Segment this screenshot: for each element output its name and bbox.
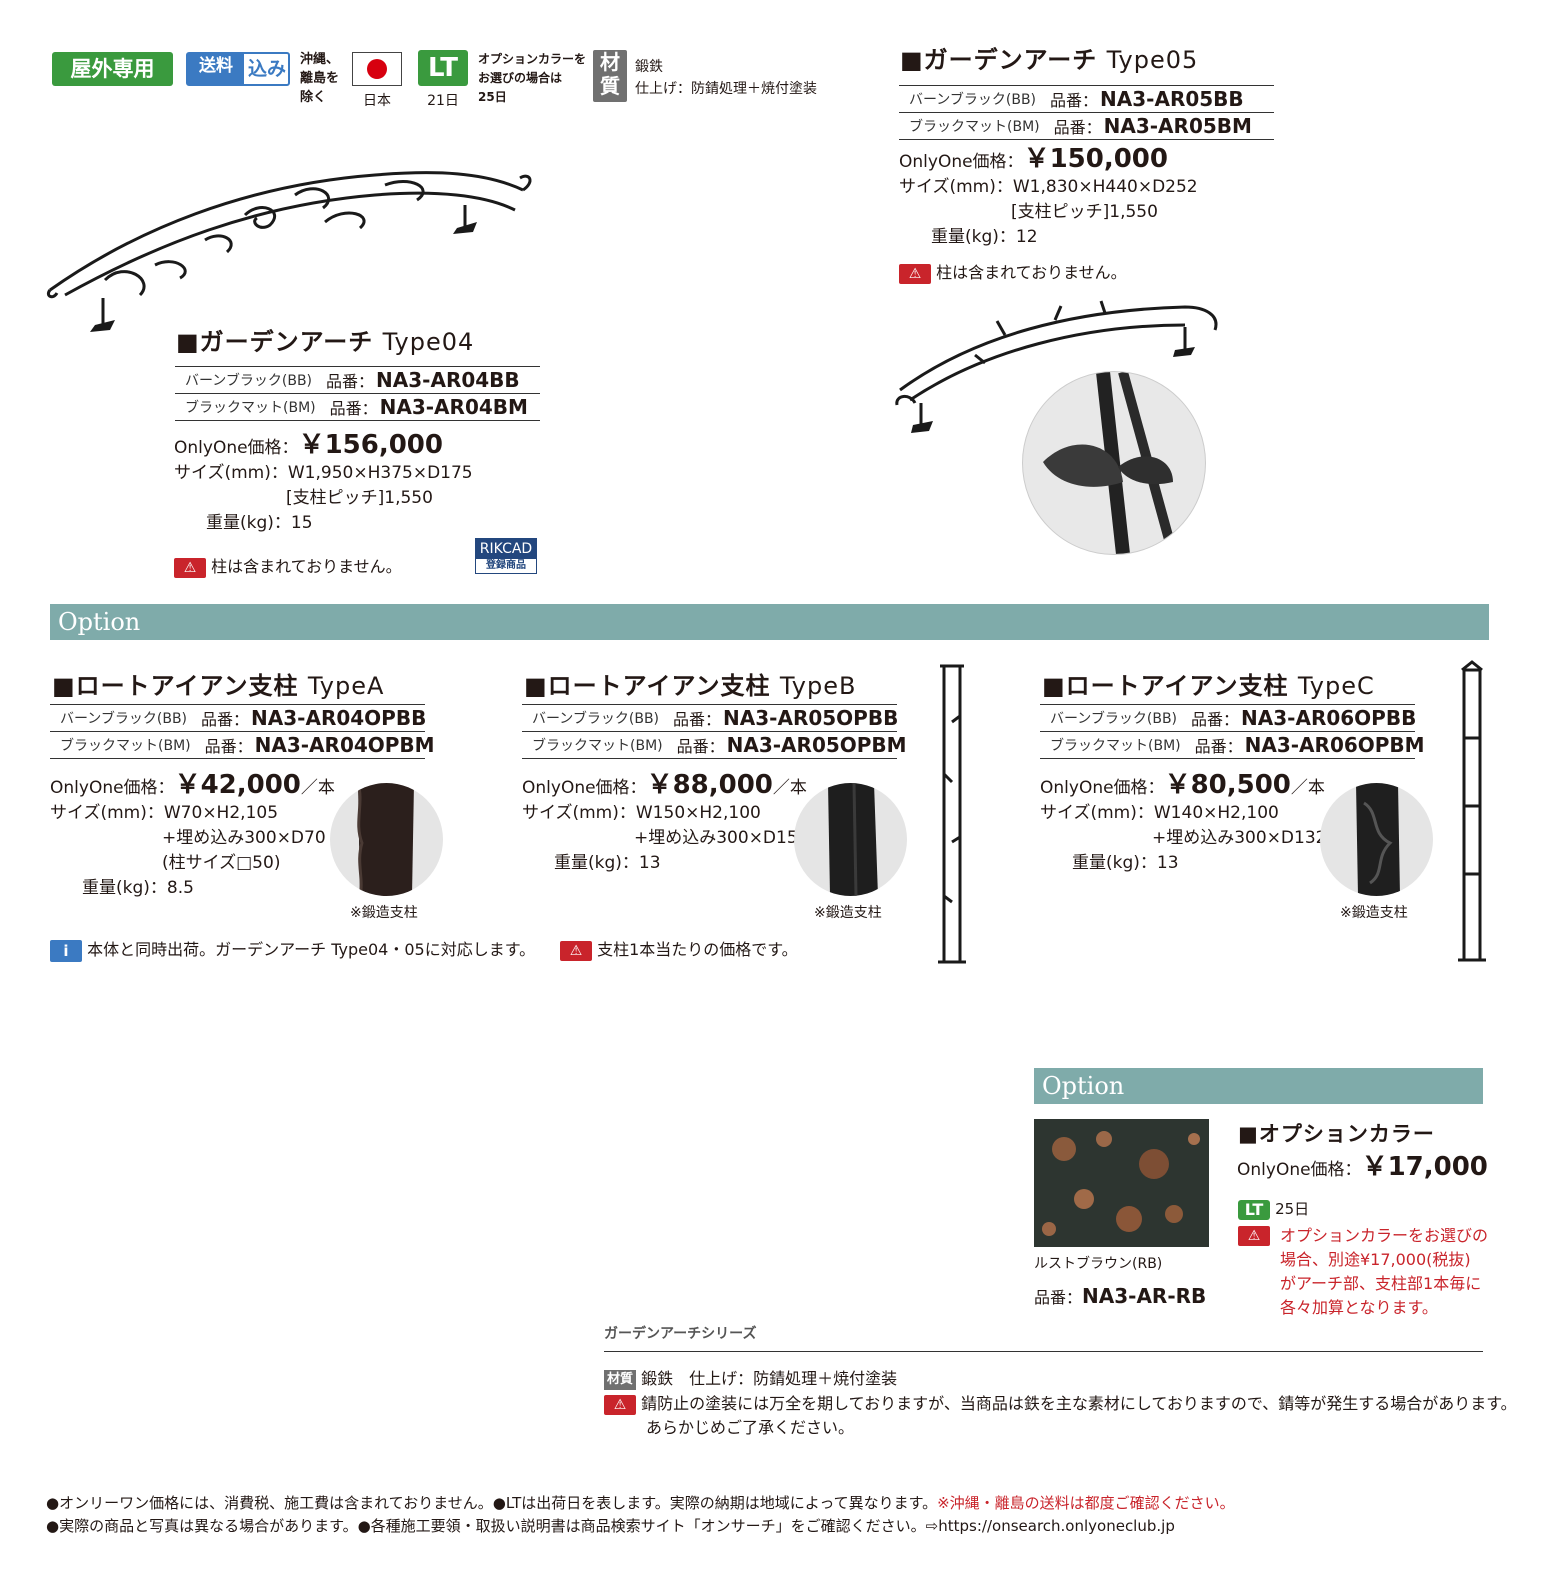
post-typec-part-table: バーンブラック(BB)品番：NA3-AR06OPBB ブラックマット(BM)品番… — [1040, 704, 1425, 759]
garden-arch-type04-image — [46, 171, 532, 332]
series-material: 材質 鍛鉄 仕上げ：防錆処理＋焼付塗装 — [604, 1365, 897, 1390]
post-typeb-specs: OnlyOne価格：￥88,000／本 サイズ(mm)：W150×H2,100 … — [522, 770, 809, 873]
table-row: バーンブラック(BB)品番：NA3-AR05BB — [909, 87, 1244, 111]
garden-arch-type05-image — [895, 300, 1218, 433]
outdoor-only-badge: 屋外専用 — [52, 52, 173, 86]
warning-icon: ⚠ — [899, 263, 931, 284]
series-title: ガーデンアーチシリーズ — [604, 1326, 757, 1342]
table-row: バーンブラック(BB)品番：NA3-AR06OPBB — [1050, 706, 1417, 730]
post-typeb-caption: ※鍛造支柱 — [814, 905, 882, 921]
post-typea-part-table: バーンブラック(BB)品番：NA3-AR04OPBB ブラックマット(BM)品番… — [50, 704, 435, 759]
type04-title: ■ガーデンアーチ Type04 — [176, 328, 475, 356]
type05-detail-photo — [1022, 371, 1206, 555]
type05-price: ￥150,000 — [1023, 144, 1168, 174]
type05-part-table: バーンブラック(BB)品番：NA3-AR05BB ブラックマット(BM)品番：N… — [899, 85, 1274, 140]
post-typeb-title: ■ロートアイアン支柱 TypeB — [524, 672, 857, 700]
post-typeb-detail-photo — [794, 783, 907, 896]
lead-time-days: 21日 — [427, 93, 459, 109]
info-icon: i — [50, 939, 82, 962]
post-typea-title: ■ロートアイアン支柱 TypeA — [52, 672, 385, 700]
shipping-included-badge: 送料 込み — [186, 52, 290, 86]
swatch-name: ルストブラウン(RB) — [1034, 1256, 1163, 1272]
post-typea-specs: OnlyOne価格：￥42,000／本 サイズ(mm)：W70×H2,105 +… — [50, 770, 335, 898]
type04-part-table: バーンブラック(BB)品番：NA3-AR04BB ブラックマット(BM)品番：N… — [175, 366, 540, 421]
option-color-price: ￥17,000 — [1361, 1152, 1488, 1182]
table-row: バーンブラック(BB)品番：NA3-AR04BB — [185, 368, 520, 392]
table-row: バーンブラック(BB)品番：NA3-AR05OPBB — [532, 706, 899, 730]
type04-specs: OnlyOne価格：￥156,000 サイズ(mm)：W1,950×H375×D… — [174, 430, 473, 533]
post-typec-image — [1458, 660, 1486, 962]
post-info-note: i 本体と同時出荷。ガーデンアーチ Type04・05に対応します。 — [50, 936, 535, 962]
post-typec-detail-photo — [1320, 783, 1433, 896]
type05-warning: ⚠ 柱は含まれておりません。 — [899, 259, 1127, 284]
type05-specs: OnlyOne価格：￥150,000 サイズ(mm)：W1,830×H440×D… — [899, 144, 1198, 247]
warning-icon: ⚠ — [174, 557, 206, 578]
post-typea-detail-photo — [330, 783, 443, 896]
post-price-warning: ⚠ 支柱1本当たりの価格です。 — [560, 936, 798, 961]
table-row: バーンブラック(BB)品番：NA3-AR04OPBB — [60, 706, 427, 730]
lead-time-icon: LT — [418, 50, 468, 86]
rikcad-logo: RIKCAD 登録商品 — [475, 538, 537, 574]
option-section-header: Option — [50, 604, 1489, 640]
table-row: ブラックマット(BM)品番：NA3-AR04OPBM — [50, 731, 435, 758]
table-row: ブラックマット(BM)品番：NA3-AR05BM — [899, 112, 1274, 139]
truck-icon: 送料 — [188, 54, 244, 84]
shipping-exclusion-note: 沖縄、 離島を 除く — [300, 52, 340, 105]
series-warning: ⚠ 錆防止の塗装には万全を期しておりますが、当商品は鉄を主な素材にしておりますの… — [604, 1392, 1517, 1440]
footer-line-1: ●オンリーワン価格には、消費税、施工費は含まれておりません。●LTは出荷日を表し… — [46, 1494, 1235, 1512]
japan-flag-icon — [352, 52, 402, 86]
swatch-code: 品番：NA3-AR-RB — [1034, 1284, 1207, 1308]
option-color-leadtime: LT 25日 — [1238, 1198, 1309, 1220]
lead-time-icon: LT — [1238, 1199, 1270, 1220]
post-typec-caption: ※鍛造支柱 — [1340, 905, 1408, 921]
post-typec-title: ■ロートアイアン支柱 TypeC — [1042, 672, 1375, 700]
footer-line-2: ●実際の商品と写真は異なる場合があります。●各種施工要領・取扱い説明書は商品検索… — [46, 1517, 1175, 1535]
type05-title: ■ガーデンアーチ Type05 — [900, 46, 1199, 74]
type04-price: ￥156,000 — [298, 430, 443, 460]
post-typec-specs: OnlyOne価格：￥80,500／本 サイズ(mm)：W140×H2,100 … — [1040, 770, 1327, 873]
post-typea-caption: ※鍛造支柱 — [350, 905, 418, 921]
shipping-included-text: 込み — [247, 58, 286, 80]
material-info: 鍛鉄 仕上げ：防錆処理＋焼付塗装 — [635, 59, 817, 97]
type04-warning: ⚠ 柱は含まれておりません。 — [174, 553, 402, 578]
table-row: ブラックマット(BM)品番：NA3-AR05OPBM — [522, 731, 907, 758]
warning-icon: ⚠ — [560, 940, 592, 961]
table-row: ブラックマット(BM)品番：NA3-AR04BM — [175, 393, 540, 420]
option-color-leadtime-note: オプションカラーを お選びの場合は 25日 — [478, 52, 587, 104]
series-divider — [604, 1351, 1483, 1352]
post-typeb-image — [938, 664, 966, 964]
post-typeb-part-table: バーンブラック(BB)品番：NA3-AR05OPBB ブラックマット(BM)品番… — [522, 704, 907, 759]
rust-brown-swatch — [1034, 1119, 1209, 1247]
table-row: ブラックマット(BM)品番：NA3-AR06OPBM — [1040, 731, 1425, 758]
warning-icon: ⚠ — [604, 1394, 636, 1415]
material-icon: 材質 — [604, 1369, 636, 1390]
material-icon: 材質 — [593, 50, 627, 102]
option-color-title: ■オプションカラー — [1238, 1122, 1435, 1146]
option-color-price-line: OnlyOne価格：￥17,000 — [1237, 1152, 1488, 1182]
warning-icon: ⚠ — [1238, 1226, 1270, 1246]
option-color-section-header: Option — [1034, 1068, 1483, 1104]
origin-label: 日本 — [363, 93, 391, 109]
